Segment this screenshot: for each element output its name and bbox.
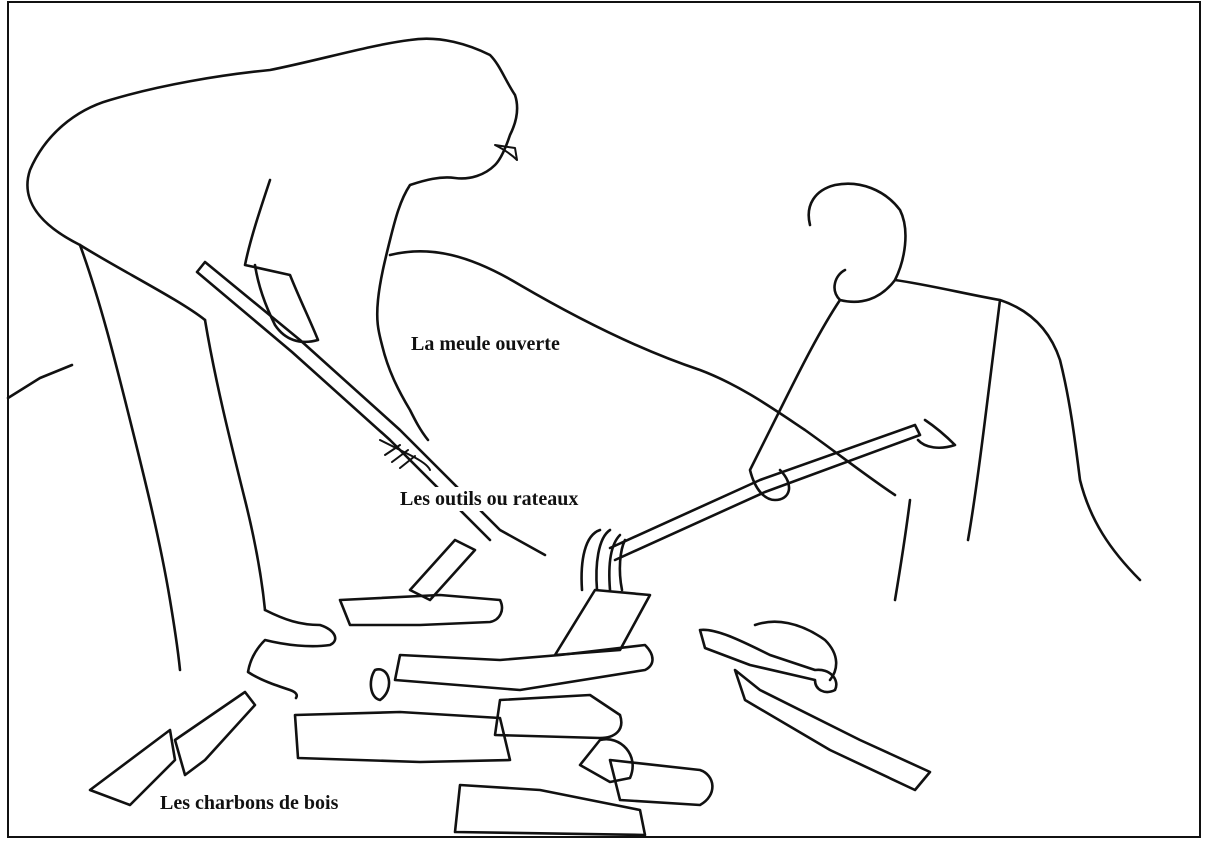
charcoal-log xyxy=(371,669,389,700)
charcoal-log xyxy=(700,630,836,692)
charcoal-log xyxy=(410,540,475,600)
left-worker-body xyxy=(27,39,517,440)
right-rake-tines xyxy=(582,530,625,590)
right-rake-handle xyxy=(610,425,920,560)
left-worker xyxy=(27,39,517,698)
charcoal-log xyxy=(340,595,502,625)
charcoal-log xyxy=(455,785,645,835)
charcoal-log xyxy=(610,760,712,805)
right-rake xyxy=(582,425,920,590)
left-rake-handle xyxy=(197,262,545,555)
charcoal-log xyxy=(495,695,621,738)
left-rake xyxy=(197,262,545,555)
label-open-kiln: La meule ouverte xyxy=(409,332,562,356)
right-worker-head xyxy=(809,184,906,302)
left-worker-glasses xyxy=(495,145,517,160)
picture-frame xyxy=(8,2,1200,837)
left-worker-arm xyxy=(245,180,318,342)
charcoal-log xyxy=(175,692,255,775)
charcoal-log xyxy=(295,712,510,762)
label-charcoal: Les charbons de bois xyxy=(158,791,340,815)
right-worker-body xyxy=(895,280,1140,600)
right-worker xyxy=(750,184,1140,600)
left-worker-legs xyxy=(80,245,265,670)
ground-line xyxy=(8,365,72,398)
right-worker-arm xyxy=(750,300,955,500)
left-worker-foot xyxy=(248,610,335,698)
label-tools-rakes: Les outils ou rateaux xyxy=(398,487,580,511)
charcoal-log xyxy=(735,670,930,790)
